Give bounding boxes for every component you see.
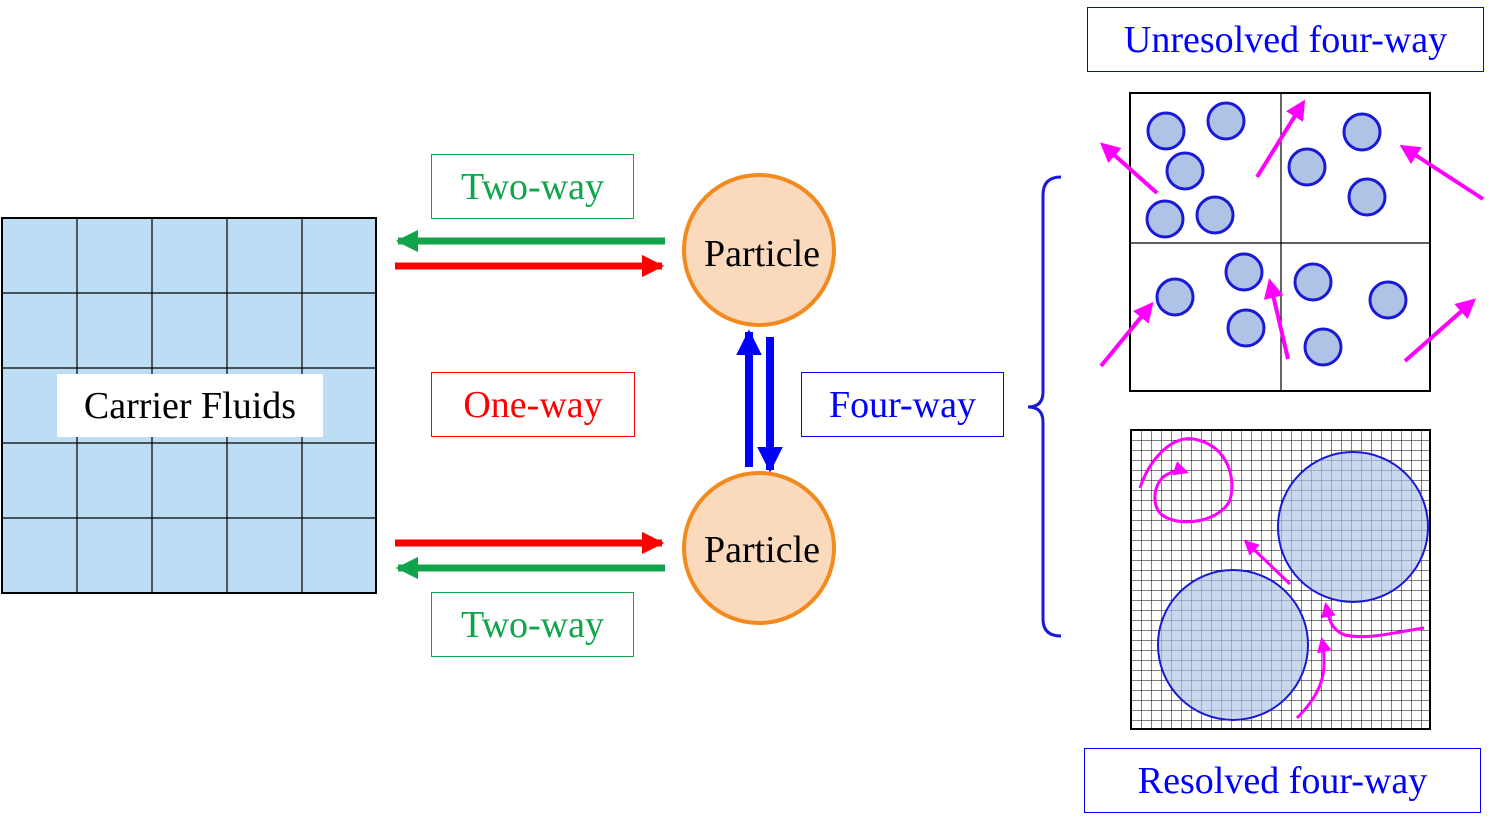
flow-arrow — [1263, 278, 1290, 360]
flow-arrow — [1320, 602, 1425, 639]
resolved-four-way-title: Resolved four-way — [1084, 748, 1481, 813]
particle-top-label: Particle — [704, 233, 820, 275]
dem-particle — [1224, 252, 1264, 292]
flow-arrow — [1100, 142, 1159, 195]
dem-particle — [1155, 277, 1195, 317]
flow-arrow — [1243, 539, 1292, 586]
flow-arrow — [1403, 298, 1476, 363]
dem-particle — [1287, 147, 1327, 187]
dem-particle — [1303, 327, 1343, 367]
two-way-label-bottom: Two-way — [431, 592, 634, 657]
dem-particle — [1226, 308, 1266, 348]
particle-bottom-label: Particle — [704, 529, 820, 571]
four-way-label: Four-way — [801, 372, 1004, 437]
particle-bottom — [682, 471, 836, 625]
dem-particle — [1165, 151, 1205, 191]
unresolved-flow-arrows — [1099, 99, 1485, 368]
resolved-panel — [1130, 429, 1431, 730]
vortex-arrow — [1138, 437, 1234, 524]
particle-top — [682, 173, 836, 327]
unresolved-panel — [1099, 92, 1485, 392]
four-way-brace — [1027, 175, 1062, 638]
coupling-arrows — [395, 229, 783, 580]
dem-particle — [1195, 195, 1235, 235]
flow-arrow — [1099, 301, 1154, 368]
dem-particle — [1293, 262, 1333, 302]
dem-particle — [1368, 280, 1408, 320]
flow-arrow — [1295, 637, 1332, 720]
one-way-label: One-way — [431, 372, 635, 437]
flow-arrow — [1255, 99, 1306, 179]
unresolved-four-way-title: Unresolved four-way — [1087, 7, 1484, 72]
two-way-label-top: Two-way — [431, 154, 634, 219]
resolved-particle — [1277, 451, 1429, 603]
unresolved-particles — [1145, 101, 1408, 367]
dem-particle — [1206, 101, 1246, 141]
dem-particle — [1347, 177, 1387, 217]
flow-arrow — [1399, 144, 1485, 201]
carrier-fluids-label: Carrier Fluids — [57, 374, 323, 437]
resolved-particle — [1157, 569, 1309, 721]
dem-particle — [1145, 199, 1185, 239]
dem-particle — [1146, 111, 1186, 151]
dem-particle — [1342, 112, 1382, 152]
resolved-flow-arrows — [1138, 437, 1425, 720]
